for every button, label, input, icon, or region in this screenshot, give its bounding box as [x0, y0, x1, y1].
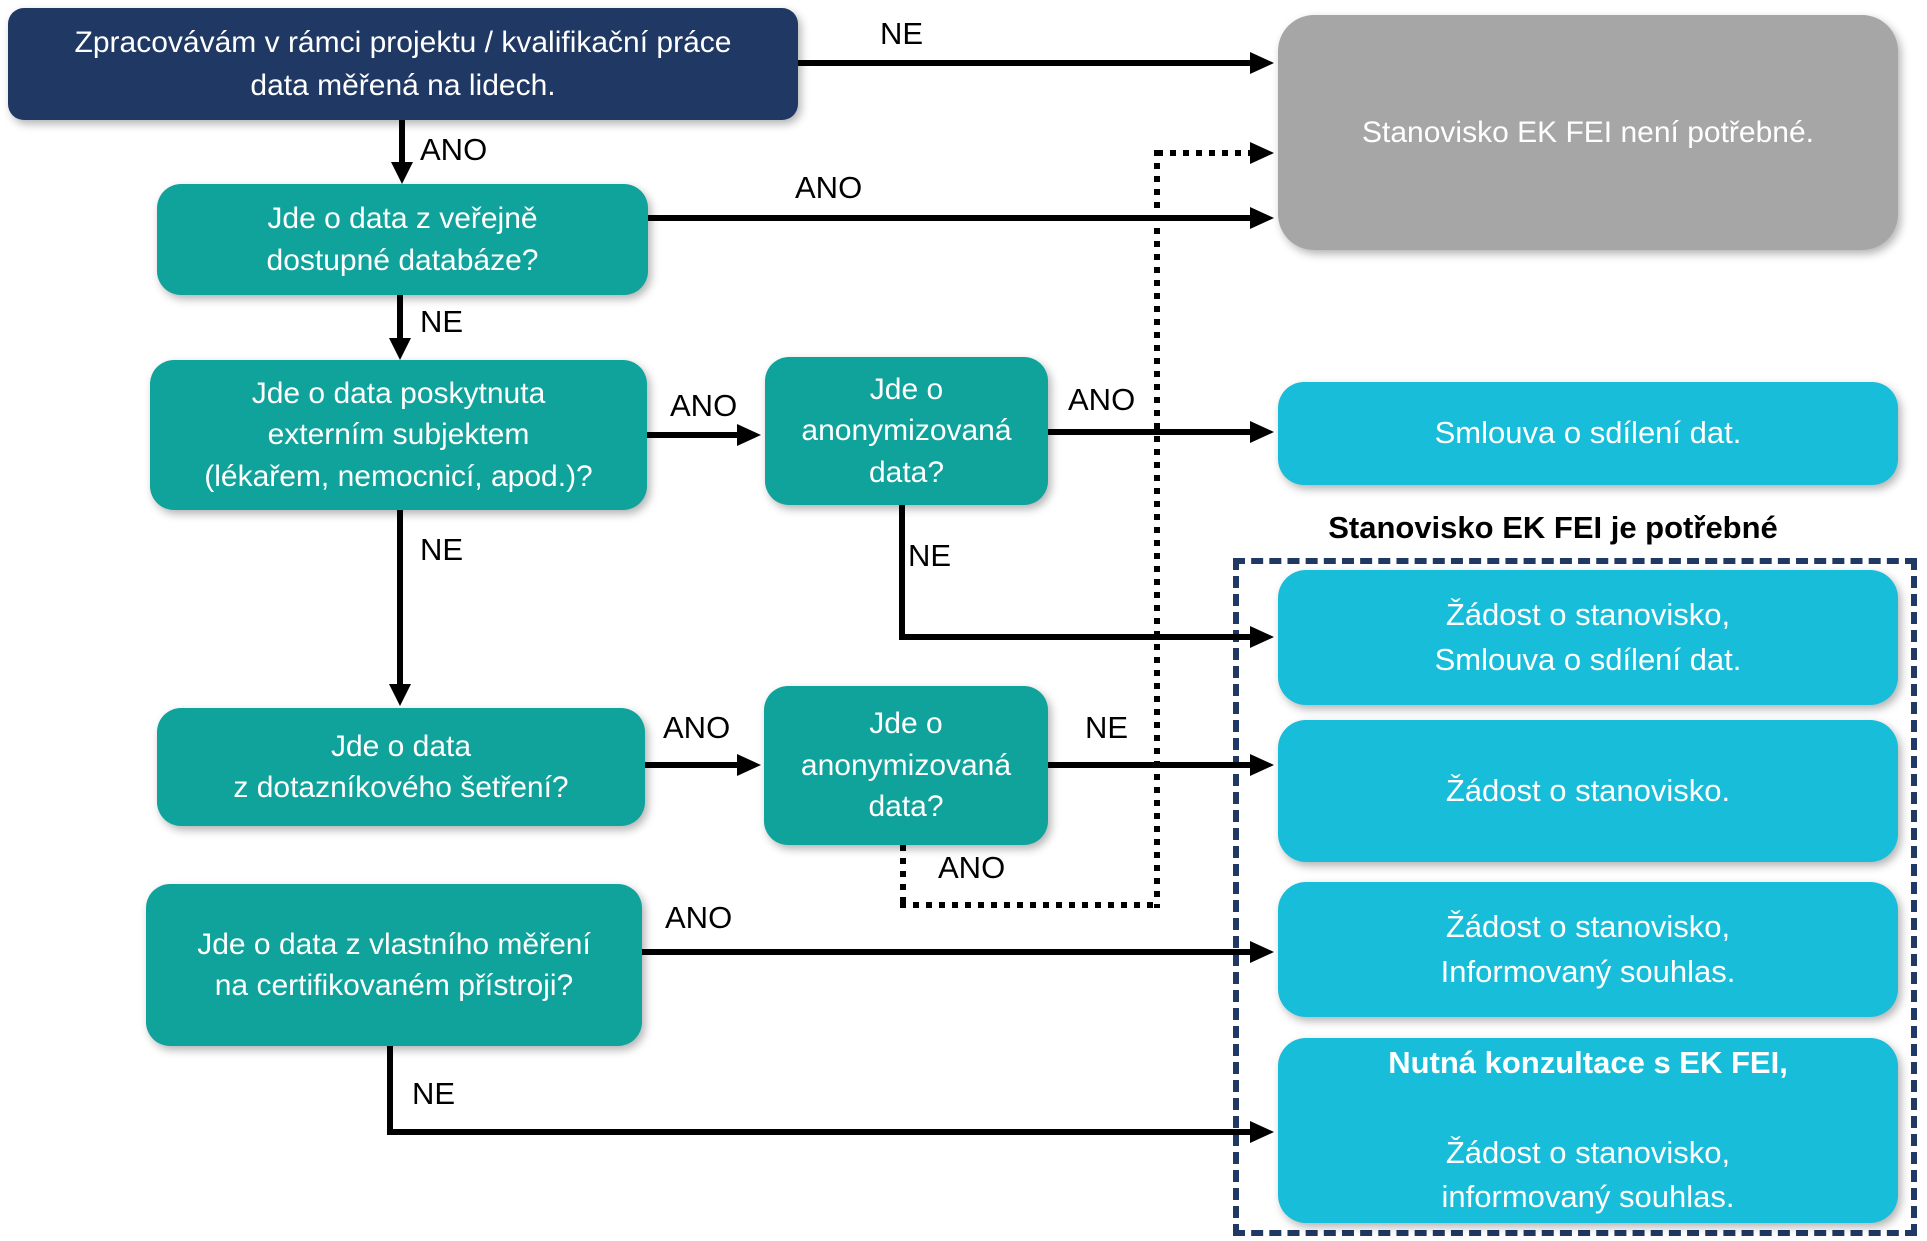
- arrow-publicdb-to-external: [397, 295, 403, 342]
- arrowhead: [389, 684, 411, 706]
- arrowhead: [737, 424, 761, 446]
- node-own-measurement: Jde o data z vlastního měření na certifi…: [146, 884, 642, 1046]
- node-anonymized-1-label: Jde o anonymizovaná data?: [801, 372, 1012, 489]
- dotted-path-segment: [900, 902, 1160, 908]
- arrow-external-to-anonymized1: [647, 432, 739, 438]
- node-start-label: Zpracovávám v rámci projektu / kvalifika…: [74, 25, 732, 103]
- dotted-path-segment: [900, 845, 906, 908]
- label-ne-ownmeasurement: NE: [412, 1076, 456, 1111]
- node-external-subject: Jde o data poskytnuta externím subjektem…: [150, 360, 647, 510]
- arrow-anonymized1-ne-vertical: [899, 505, 905, 640]
- node-public-db: Jde o data z veřejně dostupné databáze?: [157, 184, 648, 295]
- node-request-only-label: Žádost o stanovisko.: [1445, 772, 1731, 808]
- label-ano-publicdb: ANO: [795, 170, 863, 205]
- node-request-and-contract: Žádost o stanovisko, Smlouva o sdílení d…: [1278, 570, 1898, 705]
- dotted-path-segment: [1154, 150, 1160, 908]
- label-ano-start: ANO: [420, 132, 488, 167]
- node-start: Zpracovávám v rámci projektu / kvalifika…: [8, 8, 798, 120]
- arrowhead: [1250, 1121, 1274, 1143]
- arrow-start-to-notneeded: [798, 60, 1254, 66]
- node-consultation-label: Žádost o stanovisko, informovaný souhlas…: [1441, 1134, 1735, 1215]
- node-request-and-contract-label: Žádost o stanovisko, Smlouva o sdílení d…: [1434, 596, 1742, 677]
- arrowhead: [1250, 626, 1274, 648]
- arrow-anonymized1-to-contract: [1048, 429, 1254, 435]
- dotted-path-segment: [1157, 150, 1250, 156]
- arrow-ownmeasurement-ne-vertical: [387, 1046, 393, 1135]
- arrowhead: [1250, 52, 1274, 74]
- label-ano-ownmeasurement: ANO: [665, 900, 733, 935]
- node-request-and-consent: Žádost o stanovisko, Informovaný souhlas…: [1278, 882, 1898, 1017]
- label-ano-survey: ANO: [663, 710, 731, 745]
- arrowhead: [1250, 142, 1274, 164]
- section-heading: Stanovisko EK FEI je potřebné: [1328, 510, 1778, 545]
- arrowhead: [389, 338, 411, 360]
- node-consultation-bold-label: Nutná konzultace s EK FEI,: [1388, 1044, 1788, 1080]
- node-own-measurement-label: Jde o data z vlastního měření na certifi…: [197, 927, 591, 1002]
- node-anonymized-2: Jde o anonymizovaná data?: [764, 686, 1048, 845]
- node-external-subject-label: Jde o data poskytnuta externím subjektem…: [204, 376, 593, 493]
- arrowhead: [1250, 421, 1274, 443]
- label-ne-external: NE: [420, 532, 464, 567]
- node-data-sharing-contract-label: Smlouva o sdílení dat.: [1434, 415, 1742, 451]
- label-ne-start: NE: [880, 16, 924, 51]
- node-request-and-consent-label: Žádost o stanovisko, Informovaný souhlas…: [1440, 908, 1736, 989]
- required-region-border: [1233, 558, 1917, 1236]
- arrowhead: [1250, 941, 1274, 963]
- label-ano-external: ANO: [670, 388, 738, 423]
- node-not-needed: Stanovisko EK FEI není potřebné.: [1278, 15, 1898, 250]
- label-ne-anonymized2: NE: [1085, 710, 1129, 745]
- label-ano-anonymized1: ANO: [1068, 382, 1136, 417]
- arrowhead: [391, 162, 413, 184]
- node-anonymized-2-label: Jde o anonymizovaná data?: [800, 707, 1012, 824]
- node-not-needed-label: Stanovisko EK FEI není potřebné.: [1362, 115, 1814, 149]
- arrowhead: [737, 754, 761, 776]
- node-consultation: Nutná konzultace s EK FEI, Žádost o stan…: [1278, 1038, 1898, 1223]
- node-public-db-label: Jde o data z veřejně dostupné databáze?: [266, 202, 539, 277]
- arrow-anonymized1-ne-horizontal: [899, 634, 1254, 640]
- node-data-sharing-contract: Smlouva o sdílení dat.: [1278, 382, 1898, 485]
- label-ne-anonymized1: NE: [908, 538, 952, 573]
- node-anonymized-1: Jde o anonymizovaná data?: [765, 357, 1048, 505]
- label-ano-anonymized2: ANO: [938, 850, 1006, 885]
- arrow-survey-to-anonymized2: [645, 762, 739, 768]
- arrow-anonymized2-to-request: [1048, 762, 1254, 768]
- node-survey: Jde o data z dotazníkového šetření?: [157, 708, 645, 826]
- node-survey-label: Jde o data z dotazníkového šetření?: [233, 729, 569, 804]
- arrow-ownmeasurement-ne-horizontal: [387, 1129, 1254, 1135]
- arrow-external-to-survey: [397, 510, 403, 688]
- arrowhead: [1250, 754, 1274, 776]
- node-request-only: Žádost o stanovisko.: [1278, 720, 1898, 862]
- arrow-ownmeasurement-to-consent: [642, 949, 1254, 955]
- arrowhead: [1250, 207, 1274, 229]
- arrow-start-to-publicdb: [399, 120, 405, 166]
- arrow-publicdb-to-notneeded: [647, 215, 1254, 221]
- label-ne-publicdb: NE: [420, 304, 464, 339]
